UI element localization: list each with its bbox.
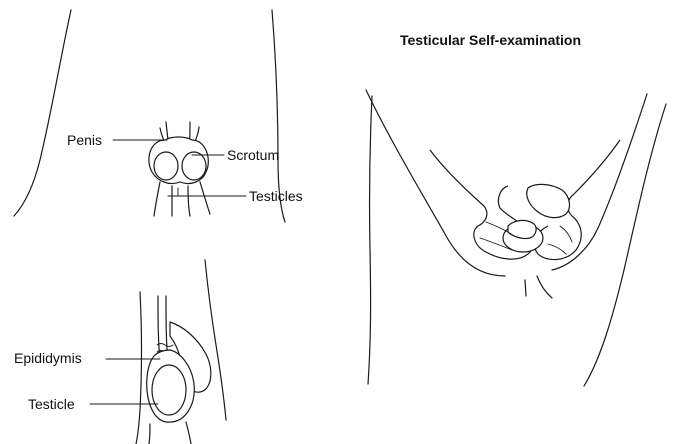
- self-exam-illustration: [366, 90, 666, 386]
- side-body-back-outline: [136, 292, 142, 444]
- figure-title: Testicular Self-examination: [400, 32, 581, 48]
- held-penis-drawing: [527, 184, 570, 217]
- legs-drawing: [154, 182, 210, 216]
- side-view-illustration: [136, 260, 226, 444]
- penis-label: Penis: [67, 132, 102, 148]
- leg-drawing: [149, 422, 191, 444]
- testicle-label: Testicle: [28, 396, 75, 412]
- epididymis-label: Epididymis: [14, 350, 82, 366]
- left-leg-outline: [368, 96, 372, 384]
- testicles-label: Testicles: [249, 188, 303, 204]
- front-view-illustration: [14, 10, 285, 222]
- left-body-outline: [14, 10, 71, 216]
- testicles-leader-line: [168, 188, 246, 196]
- side-body-front-outline: [205, 260, 226, 420]
- scrotum-label: Scrotum: [227, 147, 279, 163]
- right-leg-outline: [584, 104, 666, 386]
- crotch-lines: [525, 276, 552, 298]
